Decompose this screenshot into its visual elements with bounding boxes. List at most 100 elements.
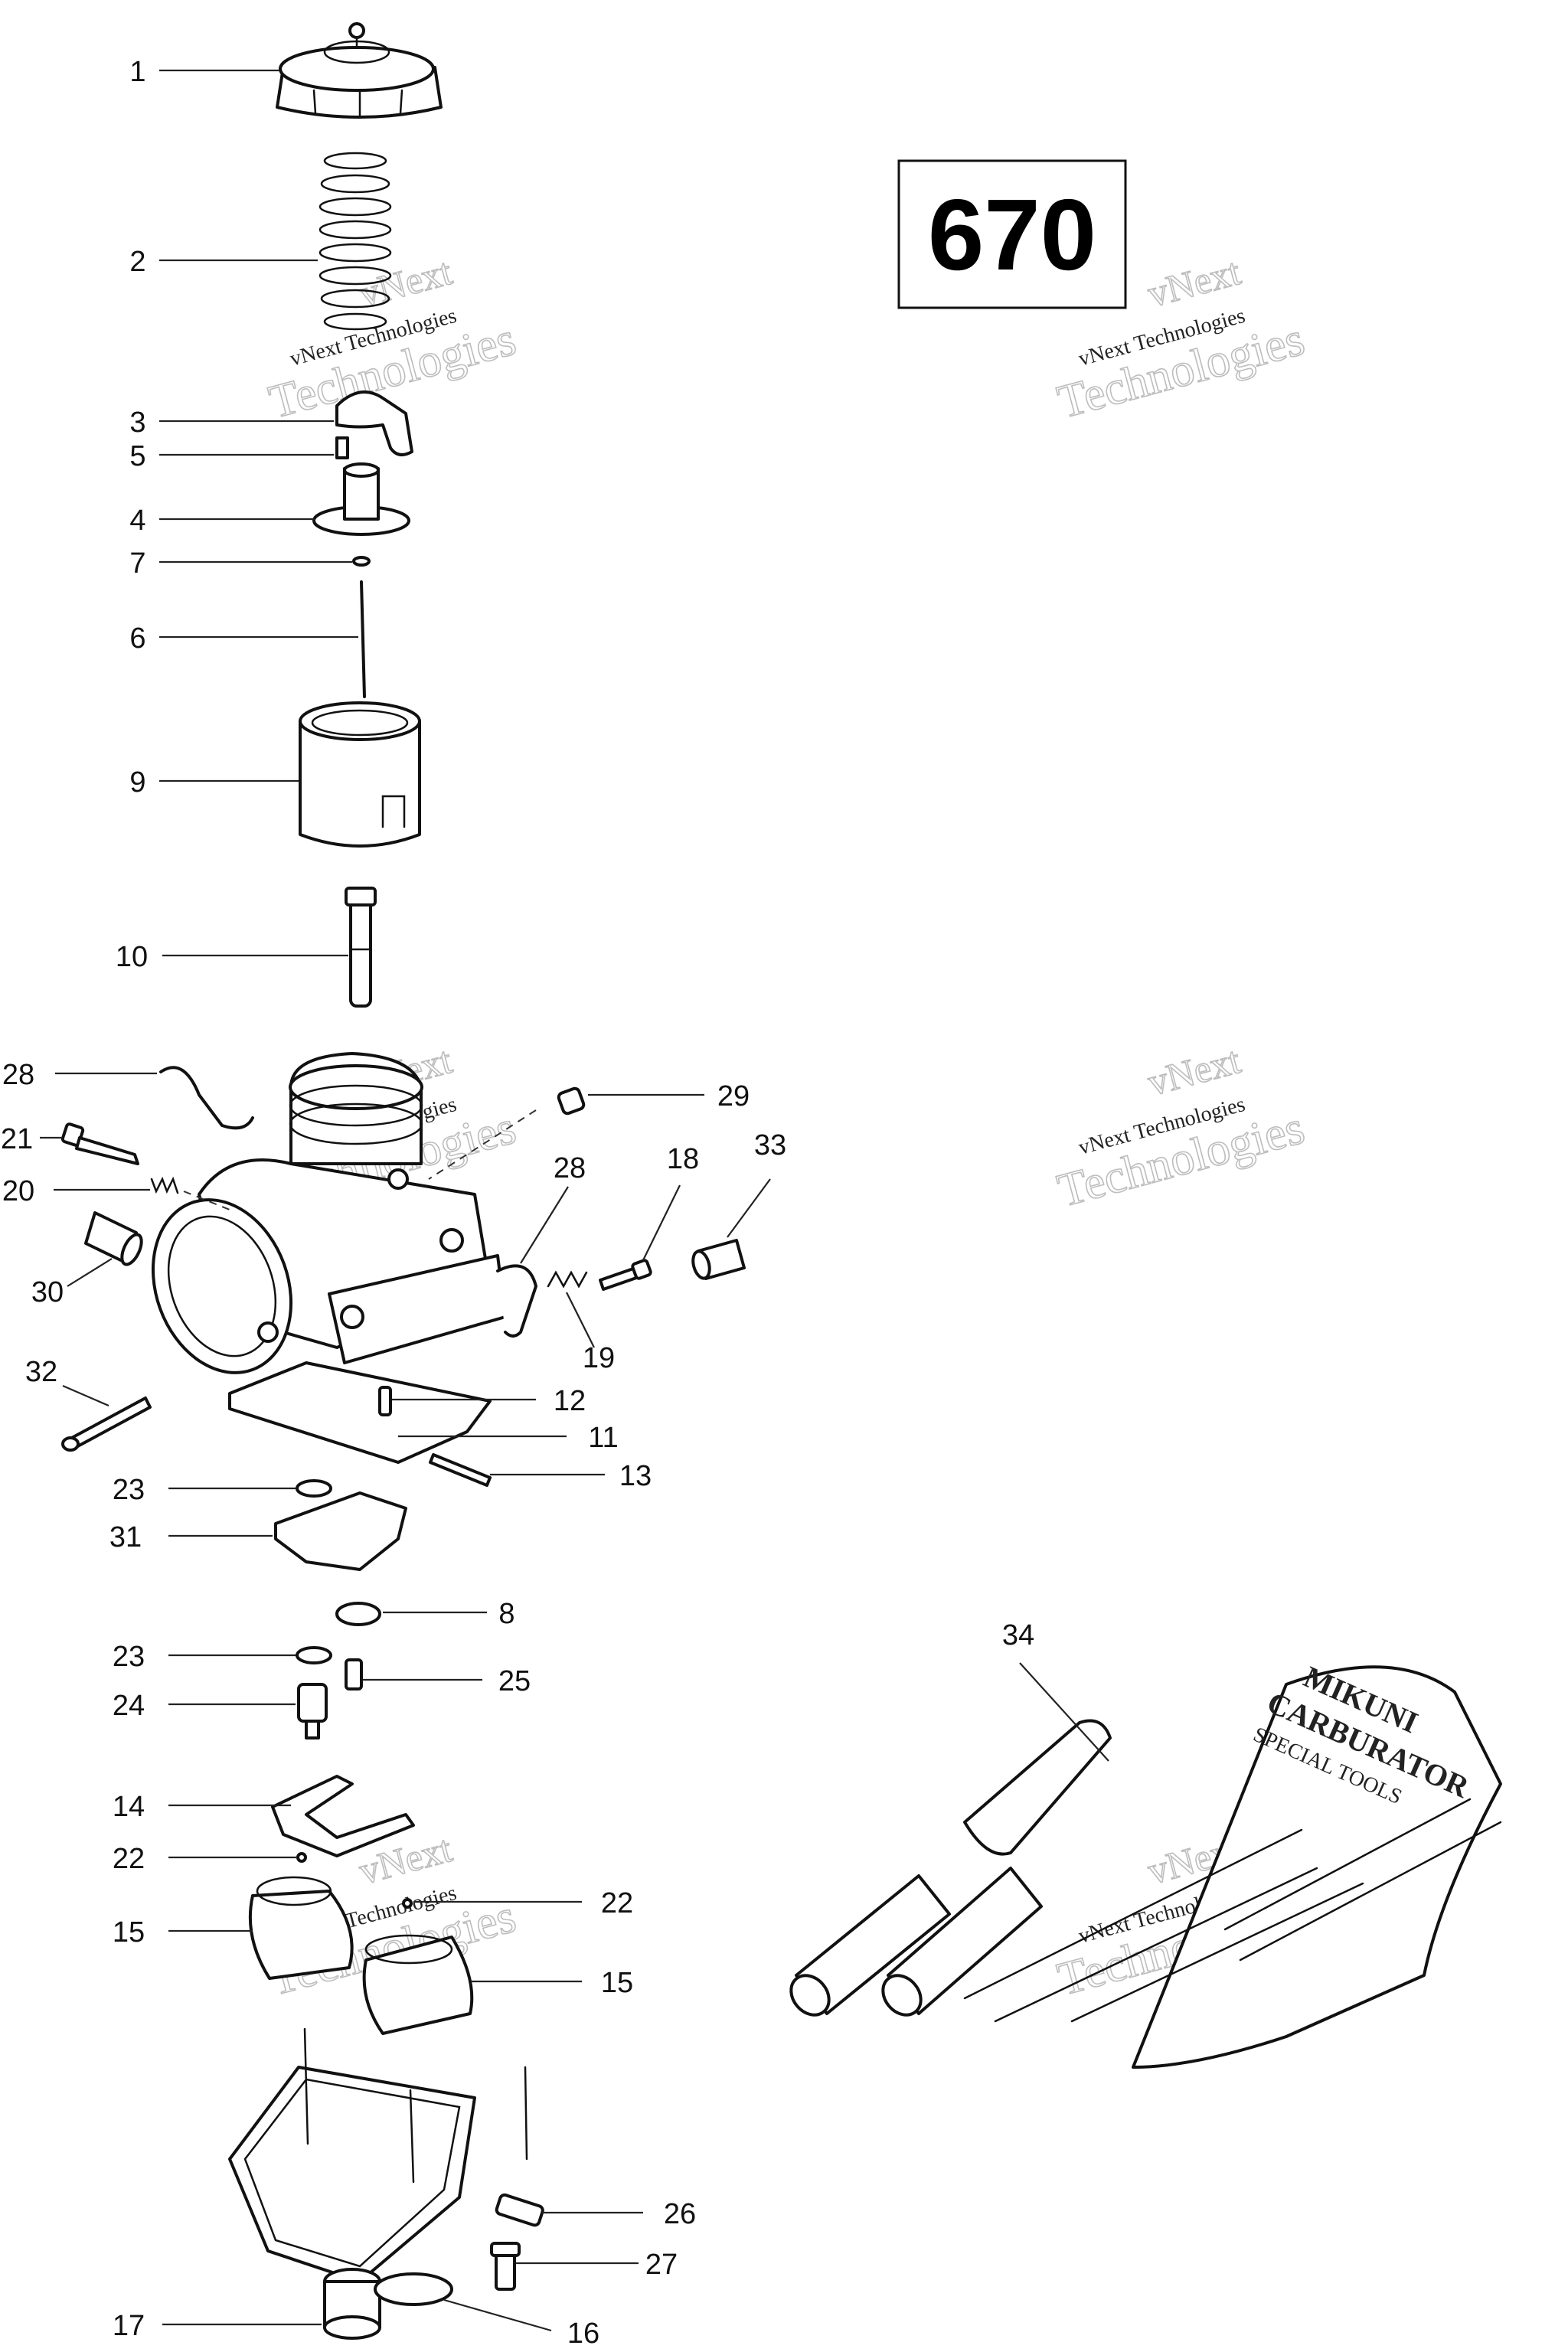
svg-text:28: 28 (2, 1059, 34, 1091)
callout-8: 8 (383, 1598, 515, 1630)
svg-text:23: 23 (113, 1641, 145, 1673)
svg-text:22: 22 (113, 1843, 145, 1875)
model-badge: 670 (897, 159, 1127, 309)
callout-25: 25 (363, 1665, 531, 1697)
callout-34: 34 (1002, 1619, 1109, 1762)
svg-text:9: 9 (129, 766, 145, 799)
part-pilot-jet (378, 1386, 392, 1416)
part-drain-o-ring (374, 2272, 453, 2306)
callout-1: 1 (129, 56, 279, 88)
svg-text:15: 15 (601, 1967, 633, 1999)
svg-text:7: 7 (129, 547, 145, 580)
callout-23-lower: 23 (113, 1641, 296, 1673)
callout-27: 27 (516, 2249, 678, 2281)
callout-31: 31 (109, 1521, 273, 1553)
model-badge-text: 670 (928, 178, 1096, 291)
callout-6: 6 (129, 622, 358, 655)
svg-text:5: 5 (129, 440, 145, 472)
callout-5: 5 (129, 440, 334, 472)
callout-20: 20 (2, 1175, 150, 1207)
svg-text:13: 13 (619, 1460, 652, 1492)
svg-text:33: 33 (754, 1129, 786, 1161)
svg-text:25: 25 (498, 1665, 531, 1697)
part-gasket (228, 1361, 492, 1464)
svg-text:23: 23 (113, 1474, 145, 1506)
part-tool-kit: MIKUNI CARBURATOR SPECIAL TOOLS (789, 1659, 1502, 2069)
svg-text:vNext: vNext (1143, 250, 1245, 315)
svg-text:10: 10 (116, 941, 148, 973)
svg-text:11: 11 (588, 1422, 618, 1454)
part-pin (429, 1453, 492, 1487)
callout-18: 18 (642, 1143, 699, 1261)
part-spring-small (547, 1270, 588, 1289)
svg-text:22: 22 (601, 1887, 633, 1919)
svg-text:12: 12 (554, 1385, 586, 1417)
part-drain-plug (323, 2268, 381, 2340)
svg-text:15: 15 (113, 1916, 145, 1949)
part-spring (318, 152, 392, 331)
callout-26: 26 (542, 2198, 696, 2230)
part-pin-a (296, 1852, 307, 1863)
callout-16: 16 (443, 2298, 599, 2350)
part-cap (276, 21, 443, 119)
part-pin-b (402, 1898, 413, 1909)
callout-22-left: 22 (113, 1843, 297, 1875)
part-bracket (495, 2193, 544, 2227)
callout-21: 21 (1, 1123, 61, 1155)
part-main-jet (345, 1658, 363, 1690)
callout-19: 19 (566, 1292, 615, 1374)
part-float-arm (271, 1775, 415, 1857)
svg-text:34: 34 (1002, 1619, 1034, 1651)
part-e-ring (352, 556, 371, 567)
part-hose-left (159, 1066, 254, 1130)
part-washer (335, 1602, 381, 1626)
callout-12: 12 (392, 1385, 586, 1417)
callout-10: 10 (116, 941, 348, 973)
svg-text:21: 21 (1, 1123, 33, 1155)
callout-14: 14 (113, 1791, 291, 1823)
callout-13: 13 (490, 1460, 652, 1492)
svg-text:27: 27 (645, 2249, 678, 2281)
svg-text:3: 3 (129, 407, 145, 439)
part-float-left (248, 1876, 354, 1980)
svg-text:30: 30 (31, 1276, 64, 1308)
svg-text:26: 26 (664, 2198, 696, 2230)
callout-30: 30 (31, 1258, 113, 1308)
part-baffle-plate (274, 1491, 407, 1571)
callout-33: 33 (727, 1129, 786, 1238)
part-throttle-slide (299, 701, 421, 848)
part-bolt (490, 2242, 521, 2291)
callout-28-left: 28 (2, 1059, 157, 1091)
svg-text:14: 14 (113, 1791, 145, 1823)
part-o-ring-upper (296, 1479, 332, 1498)
svg-text:2: 2 (129, 246, 145, 278)
part-retainer (312, 462, 410, 536)
callout-2: 2 (129, 246, 318, 278)
part-sleeve-left (84, 1211, 143, 1266)
callout-7: 7 (129, 547, 352, 580)
callouts: 1 2 3 5 4 7 6 9 (1, 56, 1109, 2350)
part-needle-clip (335, 390, 413, 459)
svg-text:19: 19 (583, 1342, 615, 1374)
part-screw-right (599, 1259, 652, 1291)
callout-11: 11 (398, 1422, 619, 1454)
part-air-screw (60, 1122, 139, 1165)
part-pin-long (61, 1396, 152, 1452)
callout-3: 3 (129, 407, 334, 439)
callout-29: 29 (588, 1080, 750, 1112)
callout-4: 4 (129, 505, 315, 537)
part-sleeve-right (691, 1239, 746, 1280)
svg-text:16: 16 (567, 2318, 599, 2350)
parts: MIKUNI CARBURATOR SPECIAL TOOLS (60, 21, 1502, 2340)
callout-15-right: 15 (472, 1967, 633, 1999)
svg-text:28: 28 (554, 1152, 586, 1184)
callout-17: 17 (113, 2310, 322, 2342)
svg-text:6: 6 (129, 622, 145, 655)
svg-text:vNext: vNext (1143, 1038, 1245, 1104)
part-o-ring-lower (296, 1646, 332, 1664)
watermark: vNext vNext Technologies Technologies (1052, 1037, 1311, 1217)
svg-text:32: 32 (25, 1356, 57, 1388)
part-carburetor-body (151, 1052, 507, 1374)
part-plug (557, 1086, 586, 1116)
